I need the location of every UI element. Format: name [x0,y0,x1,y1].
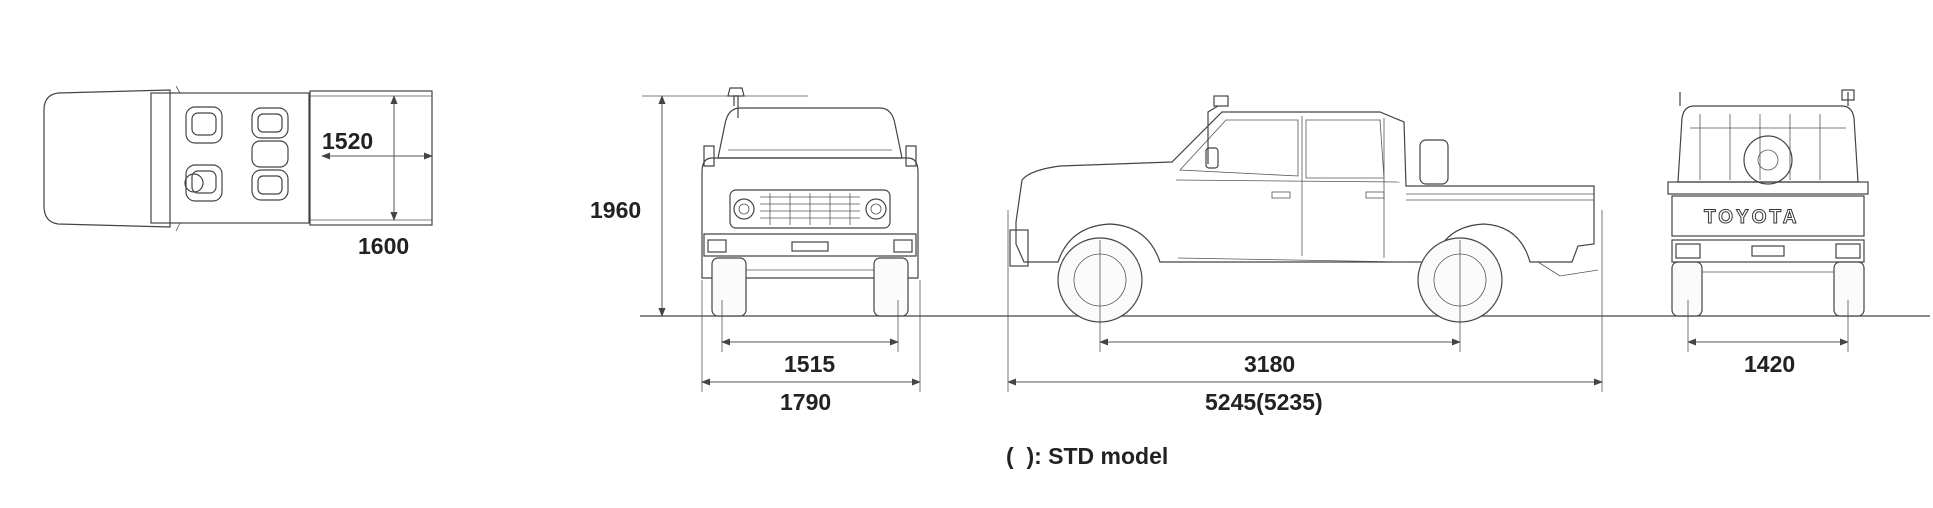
top-view [43,85,433,232]
wheelbase-label: 3180 [1244,351,1295,377]
seat-row-front [184,106,223,202]
footnote: ( ): STD model [1006,443,1168,469]
overall-width-label: 1790 [780,389,831,415]
rear-badge: TOYOTA [1704,207,1799,228]
front-view [701,87,919,317]
overall-width-dimension [701,280,921,392]
height-dimension [642,95,808,317]
roll-bar [1690,114,1846,180]
rear-tread-dimension [1687,300,1849,352]
rear-view [1667,89,1869,317]
wheelbase-dimension [1099,240,1461,352]
cargo-width-label: 1520 [322,128,373,154]
seat-row-rear [251,107,289,201]
side-view [1009,95,1599,323]
rear-tread-label: 1420 [1744,351,1795,377]
front-tread-dimension [721,300,899,352]
overall-height-label: 1960 [590,197,641,223]
overall-length-dimension [1007,210,1603,392]
front-grille [760,193,860,225]
cargo-length-label: 1600 [358,233,409,259]
overall-length-label: 5245(5235) [1205,389,1323,415]
front-tread-label: 1515 [784,351,835,377]
